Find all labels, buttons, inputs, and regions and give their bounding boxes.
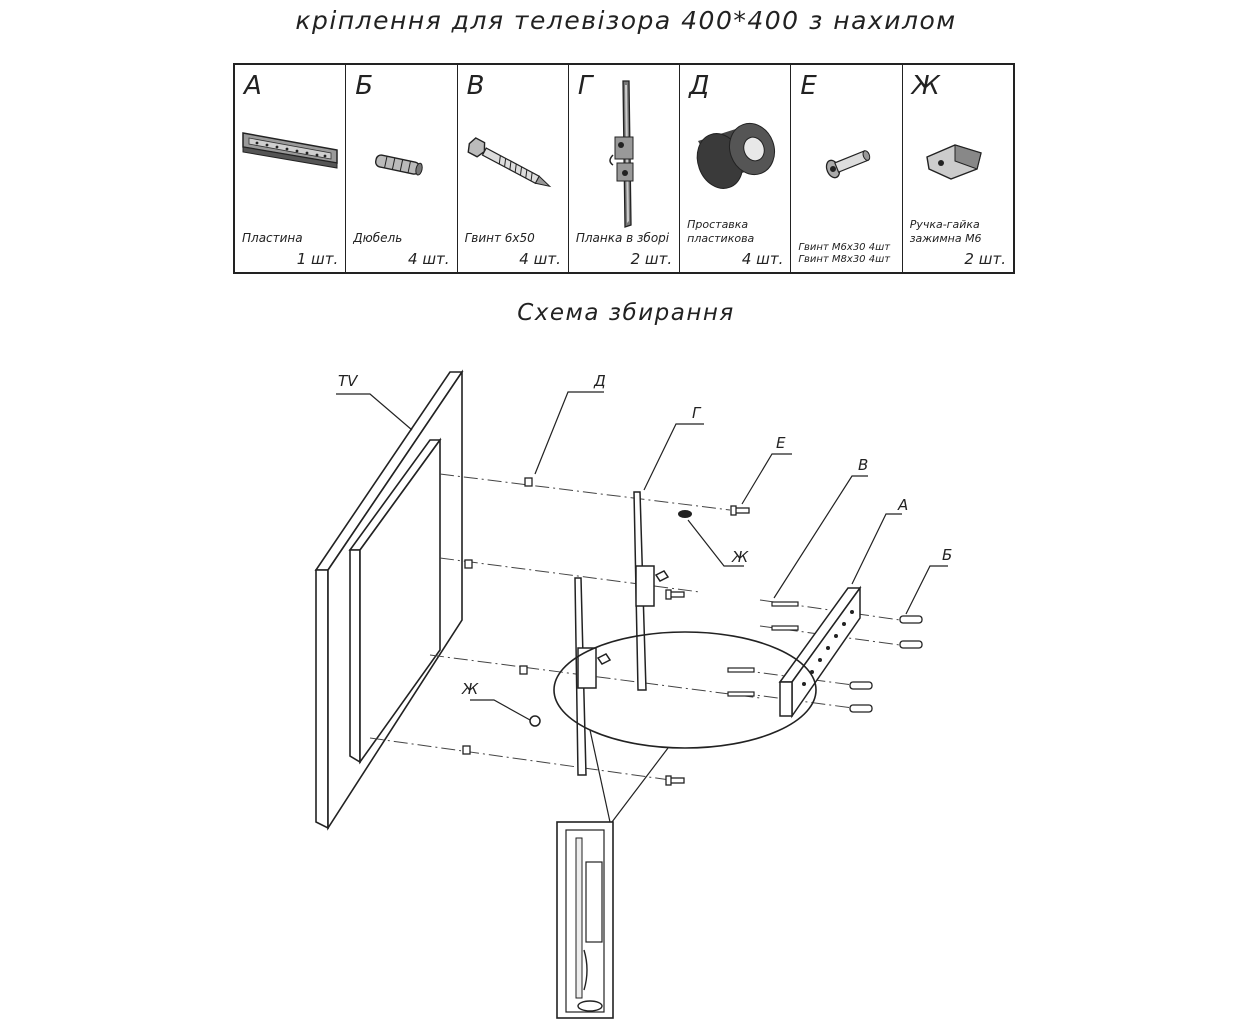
label-spacer: Д <box>593 372 606 390</box>
part-name-line2: зажимна М6 <box>909 232 982 245</box>
part-qty: 1 шт. <box>296 250 339 268</box>
part-cell-screw: В Гвинт 6х50 4 шт. <box>458 65 569 272</box>
label-knob-upper: Ж <box>731 548 749 566</box>
part-letter: Г <box>577 71 593 101</box>
part-cell-dowel: Б Дюбель 4 шт. <box>346 65 458 272</box>
label-screw: В <box>858 456 868 474</box>
part-cell-bolt: Е Гвинт М6х30 4шт Гвинт М8х30 4шт <box>791 65 903 272</box>
wall-plate <box>778 585 862 719</box>
part-qty: 4 шт. <box>408 250 450 268</box>
part-name-line2: Гвинт М8х30 4шт <box>798 254 891 265</box>
part-name: Пластина <box>242 231 303 245</box>
part-letter: Ж <box>911 71 940 101</box>
detail-leader-left <box>589 729 611 823</box>
label-plate: А <box>897 496 908 514</box>
brackets <box>574 491 670 776</box>
part-letter: В <box>466 71 485 101</box>
label-bracket: Г <box>692 404 702 422</box>
label-dowel: Б <box>942 546 952 564</box>
part-letter: Е <box>800 71 817 101</box>
part-name: Гвинт 6х50 <box>464 231 535 245</box>
part-cell-knob-nut: Ж Ручка-гайка зажимна М6 2 шт. <box>903 65 1013 272</box>
part-cell-bracket: Г Планка в зборі 2 шт. <box>569 65 681 272</box>
part-qty: 4 шт. <box>519 250 561 268</box>
part-qty: 4 шт. <box>741 250 784 268</box>
part-qty: 2 шт. <box>964 250 1006 268</box>
label-tv: TV <box>338 372 359 390</box>
knob-nut-icon <box>925 144 982 180</box>
part-letter: Б <box>355 71 374 101</box>
bracket-icon <box>609 80 634 228</box>
part-name: Проставка пластикова <box>687 218 787 246</box>
plate-icon <box>242 132 338 169</box>
part-name-line1: Ручка-гайка <box>909 218 980 231</box>
part-name-line2: пластикова <box>687 232 755 245</box>
part-name: Дюбель <box>353 231 403 245</box>
dowel-icon <box>375 154 424 176</box>
spacers <box>462 477 533 755</box>
label-knob-lower: Ж <box>461 680 479 698</box>
label-bolt: Е <box>776 434 786 452</box>
part-letter: А <box>244 71 262 101</box>
bolts <box>665 505 750 786</box>
screws <box>727 601 799 697</box>
part-name: Гвинт М6х30 4шт Гвинт М8х30 4шт <box>798 242 902 266</box>
detail-circle <box>553 631 817 749</box>
screw-6x50-icon <box>467 137 551 188</box>
parts-table: А Пластина 1 шт. Б Дюбель <box>233 63 1015 274</box>
part-letter: Д <box>689 71 710 101</box>
detail-view <box>556 821 614 1019</box>
part-name: Планка в зборі <box>575 231 670 245</box>
knob-nut-upper <box>678 510 692 518</box>
bolt-icon <box>826 150 871 179</box>
dowels <box>849 615 923 713</box>
part-qty: 2 шт. <box>630 250 673 268</box>
label-leaders <box>336 391 948 721</box>
scheme-title: Схема збирання <box>517 300 735 326</box>
part-name: Ручка-гайка зажимна М6 <box>910 218 1010 246</box>
part-name-line1: Гвинт М6х30 4шт <box>798 242 891 253</box>
detail-leader-right <box>611 747 669 823</box>
part-cell-plate: А Пластина 1 шт. <box>235 65 347 272</box>
tv-panel <box>314 369 464 831</box>
part-cell-spacer: Д Проставка пластикова 4 шт. <box>680 65 792 272</box>
knob-nut-lower <box>529 715 541 727</box>
spacer-icon <box>696 122 776 189</box>
part-name-line1: Проставка <box>687 218 749 231</box>
page-title: кріплення для телевізора 400*400 з нахил… <box>295 6 957 35</box>
